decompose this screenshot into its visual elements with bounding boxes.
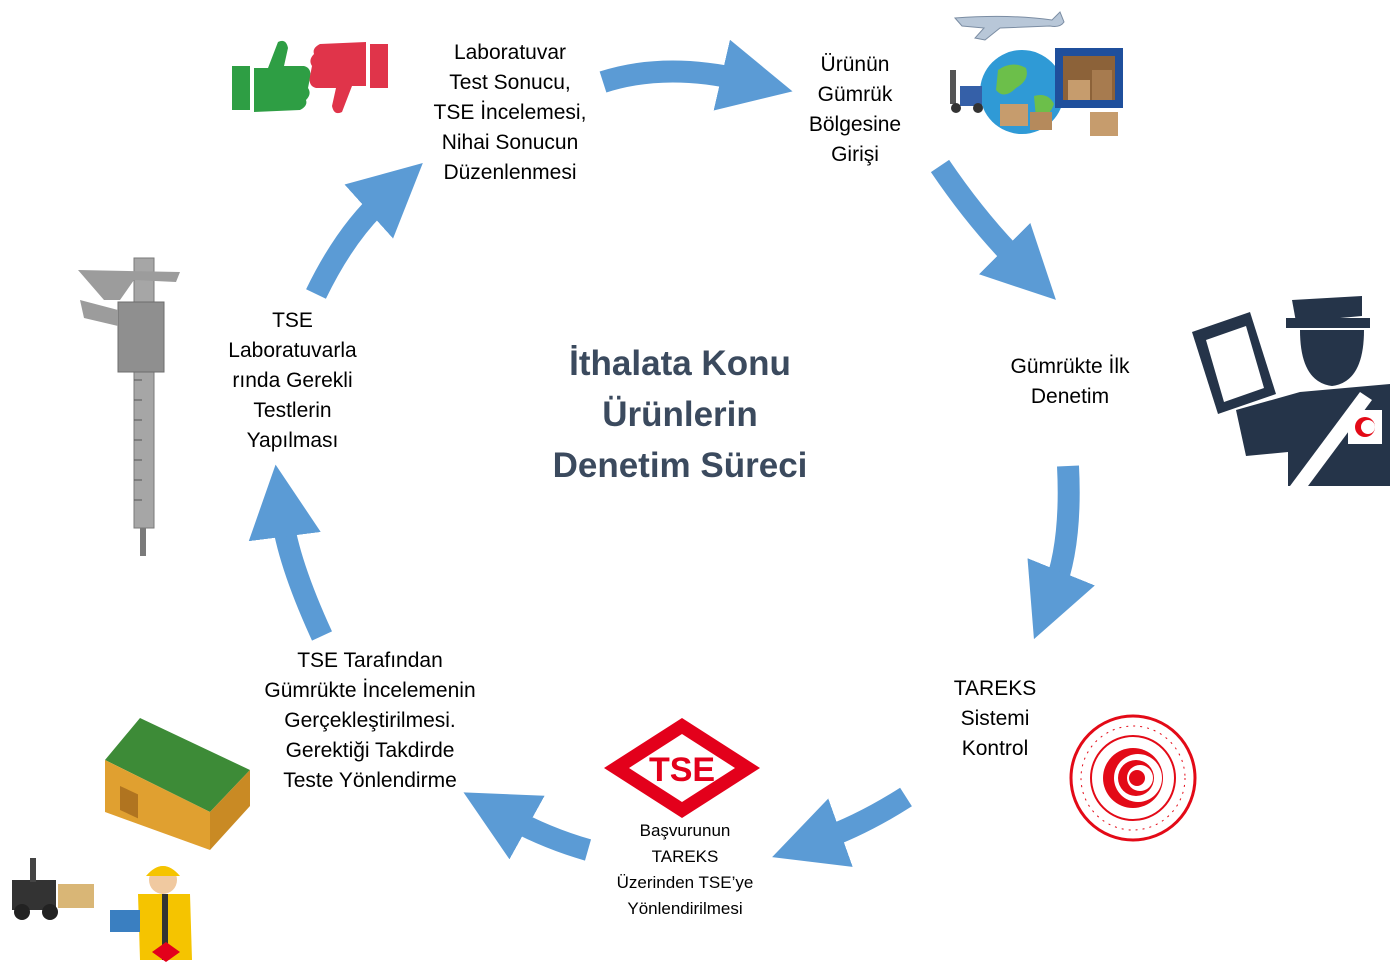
step-text: Yönlendirilmesi [627, 899, 743, 918]
step-text: Gümrükte İncelemenin [264, 679, 476, 702]
arrow-result-to-entry [599, 39, 793, 111]
step-text: TSE Tarafından [297, 649, 443, 672]
step-text: TSE İncelemesi, [433, 101, 587, 124]
step-text: Gerçekleştirilmesi. [284, 709, 456, 732]
arrow-application-to-tse [463, 792, 592, 861]
step-text: Düzenlenmesi [443, 161, 577, 184]
diagram-title: İthalata Konu Ürünlerin Denetim Süreci [530, 338, 830, 491]
step-text: Sistemi [960, 707, 1030, 730]
step-text: rında Gerekli [232, 369, 353, 392]
title-line: İthalata Konu [569, 344, 791, 383]
step-text: Denetim [1030, 385, 1110, 408]
step-text: TAREKS [953, 677, 1037, 700]
arrow-inspection-to-tareks [1027, 465, 1095, 640]
step-tareks-control: TAREKS Sistemi Kontrol [930, 674, 1060, 764]
step-text: TAREKS [651, 847, 719, 866]
step-text: Yapılması [246, 429, 339, 452]
step-first-inspection: Gümrükte İlk Denetim [980, 352, 1160, 412]
step-text: Test Sonucu, [449, 71, 571, 94]
step-text: Gümrük [817, 83, 893, 106]
step-lab-tests: TSE Laboratuvarla rında Gerekli Testleri… [205, 306, 380, 456]
step-text: TSE [272, 309, 313, 332]
step-text: Testlerin [253, 399, 332, 422]
step-text: Teste Yönlendirme [283, 769, 457, 792]
thumbs-down-icon [309, 42, 388, 114]
arrow-tareks-to-application [772, 787, 912, 867]
step-text: Ürünün [820, 53, 890, 76]
arrow-entry-to-inspection [930, 159, 1056, 300]
tse-logo-text: TSE [649, 751, 715, 789]
arrow-lab-to-result [306, 163, 423, 299]
step-text: Girişi [831, 143, 879, 166]
step-text: Kontrol [961, 737, 1029, 760]
step-text: Laboratuvar [453, 41, 567, 64]
step-text: Bölgesine [808, 113, 902, 136]
thumbs-up-icon [232, 40, 311, 112]
step-text: Başvurunun [639, 821, 731, 840]
step-application-routing: Başvurunun TAREKS Üzerinden TSE’ye Yönle… [590, 818, 780, 922]
step-customs-entry: Ürünün Gümrük Bölgesine Girişi [790, 50, 920, 170]
step-final-result: Laboratuvar Test Sonucu, TSE İncelemesi,… [415, 38, 605, 188]
step-text: Nihai Sonucun [441, 131, 579, 154]
step-text: Üzerinden TSE’ye [616, 873, 754, 892]
arrow-tse-to-lab [248, 464, 332, 641]
title-line: Denetim Süreci [552, 446, 808, 485]
title-line: Ürünlerin [602, 395, 758, 434]
step-text: Gerektiği Takdirde [285, 739, 455, 762]
step-tse-customs-review: TSE Tarafından Gümrükte İncelemenin Gerç… [230, 646, 510, 796]
step-text: Laboratuvarla [228, 339, 357, 362]
step-text: Gümrükte İlk [1010, 355, 1130, 378]
